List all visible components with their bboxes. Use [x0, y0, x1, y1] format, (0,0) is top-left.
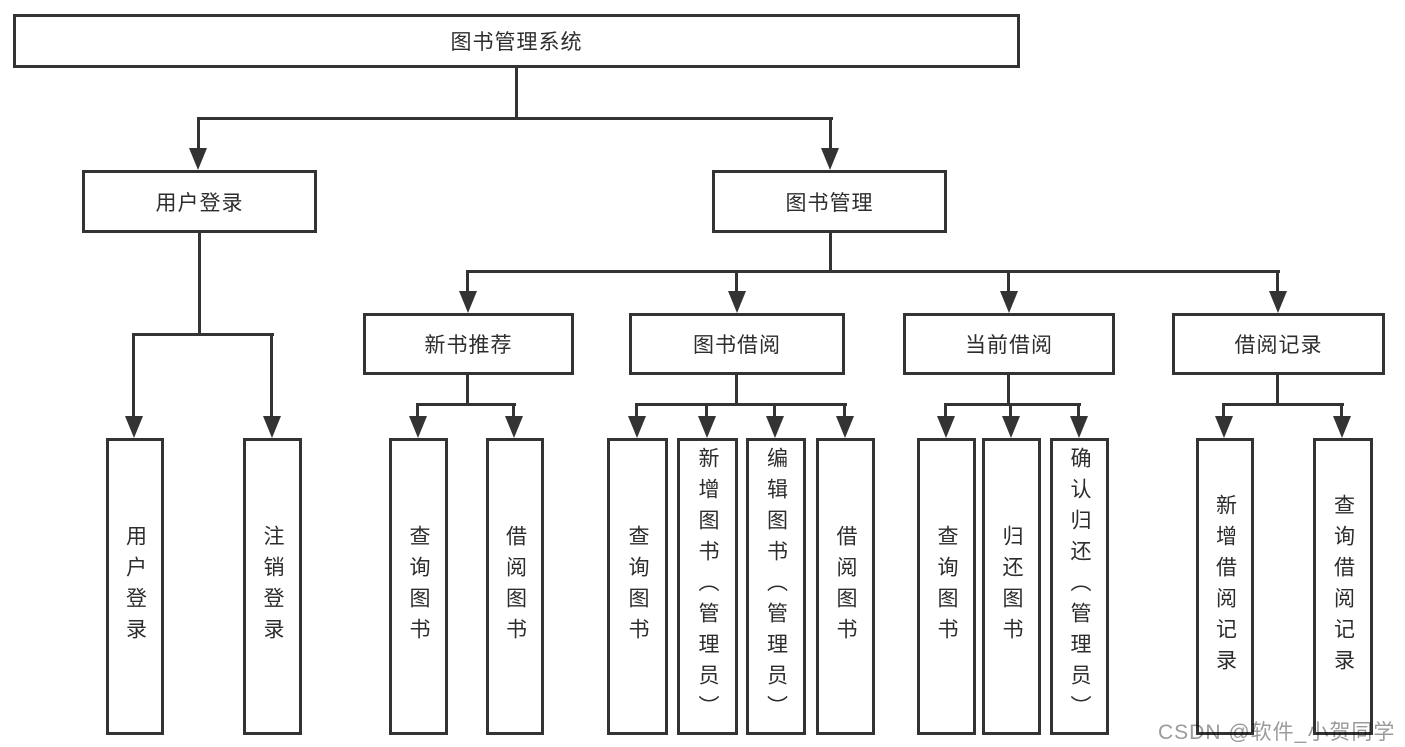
connector-line	[1222, 403, 1344, 406]
leaf-add-borrow-record: 新增借阅记录	[1196, 438, 1254, 735]
arrowhead-icon	[263, 416, 281, 438]
connector-line	[843, 405, 846, 417]
connector-line	[944, 403, 1081, 406]
connector-line	[416, 405, 419, 417]
node-new-book-recommend: 新书推荐	[363, 313, 574, 375]
arrowhead-icon	[728, 291, 746, 313]
leaf-edit-book-admin: 编辑图书（管理员）	[746, 438, 806, 735]
node-borrow-records: 借阅记录	[1172, 313, 1385, 375]
connector-line	[944, 405, 947, 417]
connector-line	[198, 233, 201, 336]
node-borrow-records-label: 借阅记录	[1234, 334, 1323, 357]
leaf-confirm-return-admin: 确认归还（管理员）	[1050, 438, 1109, 735]
arrowhead-icon	[1333, 416, 1351, 438]
connector-line	[735, 272, 738, 292]
connector-line	[1007, 272, 1010, 292]
arrowhead-icon	[821, 148, 839, 170]
connector-line	[1077, 405, 1080, 417]
node-user-login: 用户登录	[82, 170, 317, 233]
arrowhead-icon	[409, 416, 427, 438]
arrowhead-icon	[628, 416, 646, 438]
arrowhead-icon	[1070, 416, 1088, 438]
connector-line	[705, 405, 708, 417]
node-user-login-label: 用户登录	[155, 191, 244, 215]
connector-line	[197, 117, 833, 120]
connector-line	[270, 335, 273, 416]
leaf-query-books-borrow: 查询图书	[607, 438, 668, 735]
arrowhead-icon	[766, 416, 784, 438]
connector-line	[635, 405, 638, 417]
connector-line	[132, 335, 135, 416]
arrowhead-icon	[459, 291, 477, 313]
leaf-user-login-label: 用户登录	[123, 524, 147, 649]
connector-line	[1222, 405, 1225, 417]
arrowhead-icon	[1002, 416, 1020, 438]
arrowhead-icon	[1215, 416, 1233, 438]
node-root: 图书管理系统	[13, 14, 1020, 68]
arrowhead-icon	[937, 416, 955, 438]
connector-line	[197, 119, 200, 149]
node-book-borrow: 图书借阅	[629, 313, 845, 375]
leaf-query-books-borrow-label: 查询图书	[626, 524, 649, 649]
node-new-book-recommend-label: 新书推荐	[424, 334, 513, 357]
arrowhead-icon	[1000, 291, 1018, 313]
connector-line	[1276, 272, 1279, 292]
leaf-borrow-books: 借阅图书	[816, 438, 875, 735]
leaf-query-books-current-label: 查询图书	[935, 524, 958, 649]
connector-line	[1009, 405, 1012, 417]
arrowhead-icon	[505, 416, 523, 438]
leaf-add-book-admin: 新增图书（管理员）	[677, 438, 738, 735]
connector-line	[416, 403, 516, 406]
leaf-query-books-current: 查询图书	[917, 438, 976, 735]
node-root-label: 图书管理系统	[450, 31, 583, 54]
arrowhead-icon	[836, 416, 854, 438]
node-current-borrow: 当前借阅	[903, 313, 1115, 375]
connector-line	[635, 403, 847, 406]
leaf-query-books-recommend-label: 查询图书	[407, 524, 430, 649]
leaf-borrow-books-label: 借阅图书	[834, 524, 857, 649]
connector-line	[829, 119, 832, 149]
leaf-borrow-books-recommend: 借阅图书	[486, 438, 544, 735]
connector-line	[515, 68, 518, 119]
connector-line	[512, 405, 515, 417]
leaf-return-books-label: 归还图书	[1000, 524, 1023, 649]
connector-line	[1007, 375, 1010, 406]
leaf-add-book-admin-label: 新增图书（管理员）	[696, 447, 719, 726]
arrowhead-icon	[125, 416, 143, 438]
connector-line	[773, 405, 776, 417]
node-book-borrow-label: 图书借阅	[693, 334, 781, 357]
connector-line	[1340, 405, 1343, 417]
leaf-confirm-return-admin-label: 确认归还（管理员）	[1068, 447, 1091, 726]
leaf-logout: 注销登录	[243, 438, 302, 735]
node-current-borrow-label: 当前借阅	[965, 334, 1053, 357]
connector-line	[829, 233, 832, 273]
connector-line	[466, 375, 469, 406]
connector-line	[466, 272, 469, 292]
arrowhead-icon	[1269, 291, 1287, 313]
node-book-management: 图书管理	[712, 170, 947, 233]
leaf-return-books: 归还图书	[982, 438, 1041, 735]
arrowhead-icon	[189, 148, 207, 170]
arrowhead-icon	[698, 416, 716, 438]
leaf-query-borrow-record-label: 查询借阅记录	[1331, 493, 1355, 680]
leaf-query-books-recommend: 查询图书	[389, 438, 448, 735]
leaf-borrow-books-recommend-label: 借阅图书	[503, 524, 527, 649]
connector-line	[132, 333, 274, 336]
node-book-management-label: 图书管理	[785, 191, 874, 215]
leaf-query-borrow-record: 查询借阅记录	[1313, 438, 1373, 735]
connector-line	[735, 375, 738, 406]
leaf-edit-book-admin-label: 编辑图书（管理员）	[764, 447, 788, 726]
leaf-logout-label: 注销登录	[261, 524, 284, 649]
leaf-user-login: 用户登录	[106, 438, 164, 735]
connector-line	[1276, 375, 1279, 406]
leaf-add-borrow-record-label: 新增借阅记录	[1213, 493, 1237, 680]
connector-line	[466, 270, 1280, 273]
